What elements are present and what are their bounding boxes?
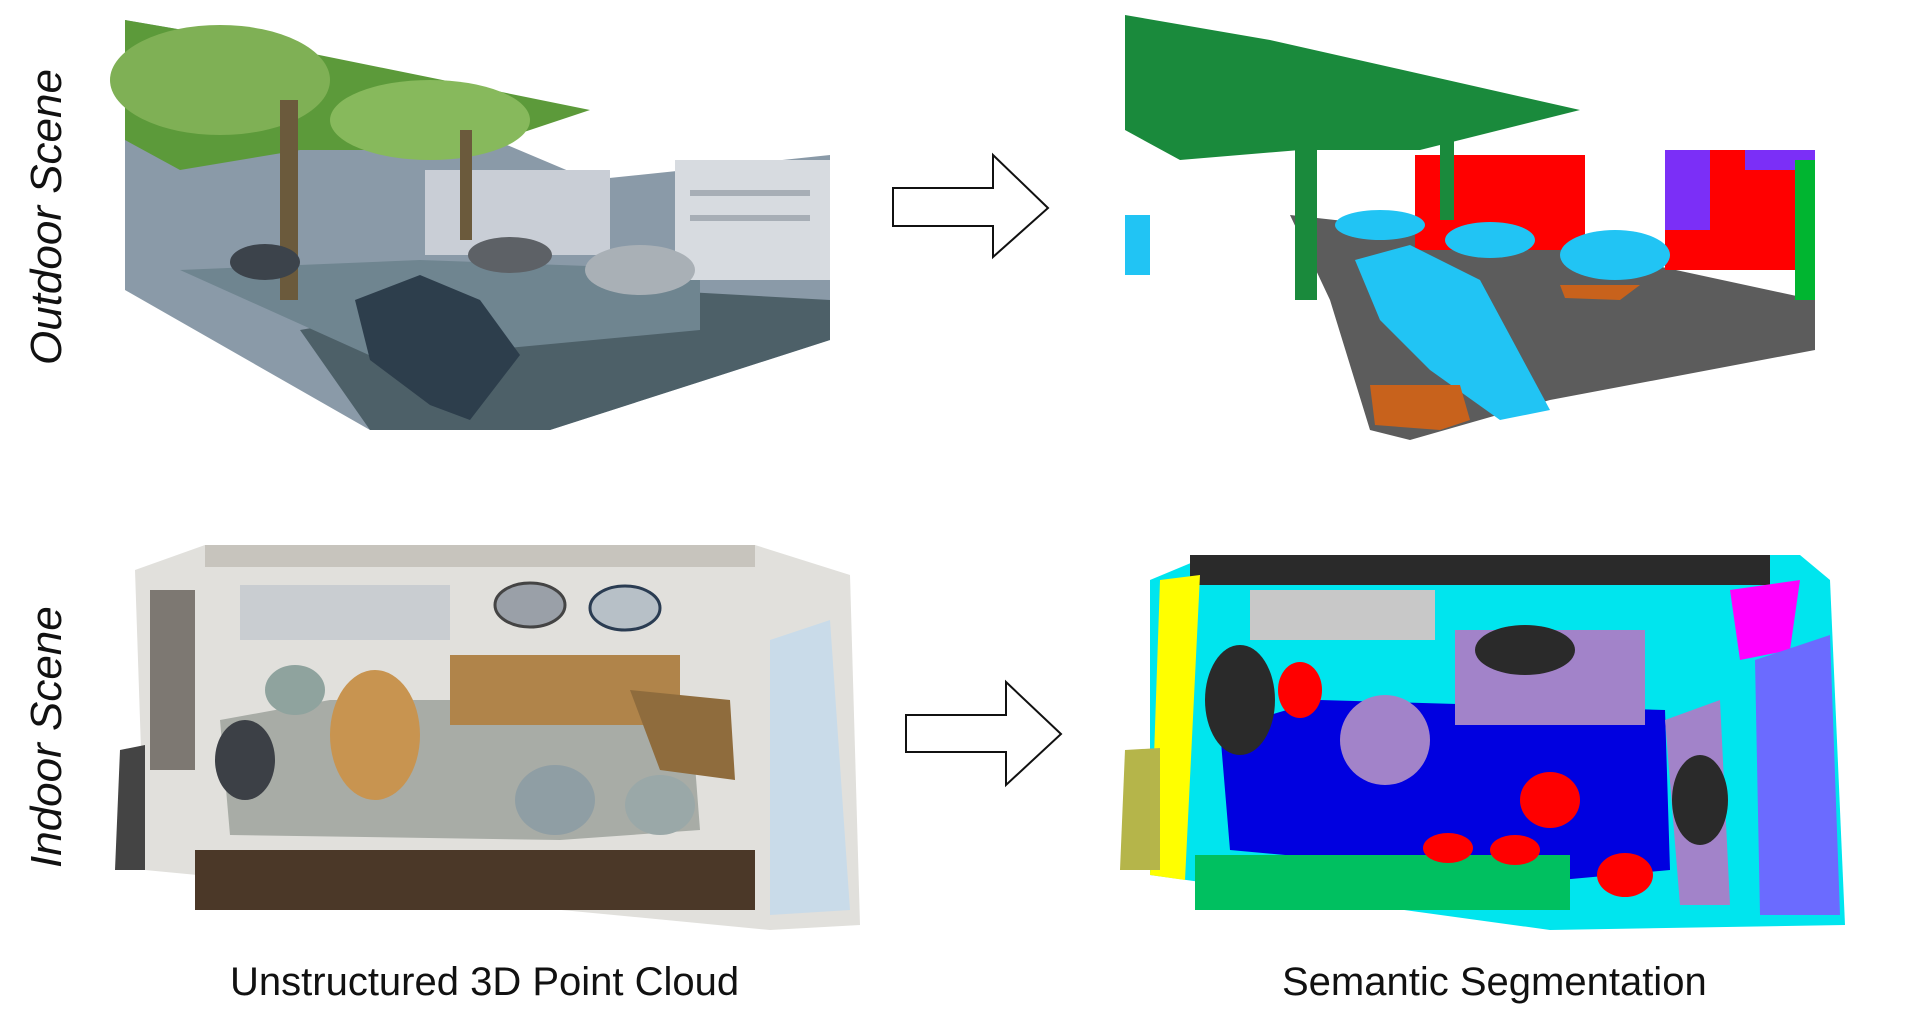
outdoor-point-cloud: [110, 20, 830, 430]
input-column-label: Unstructured 3D Point Cloud: [230, 960, 740, 1004]
right-arrow-icon: [905, 679, 1063, 788]
output-column-label: Semantic Segmentation: [1282, 960, 1707, 1004]
indoor-segmentation: [1120, 555, 1845, 930]
outdoor-segmentation: [1125, 15, 1815, 440]
right-arrow-icon: [892, 152, 1050, 260]
indoor-point-cloud: [115, 545, 860, 930]
